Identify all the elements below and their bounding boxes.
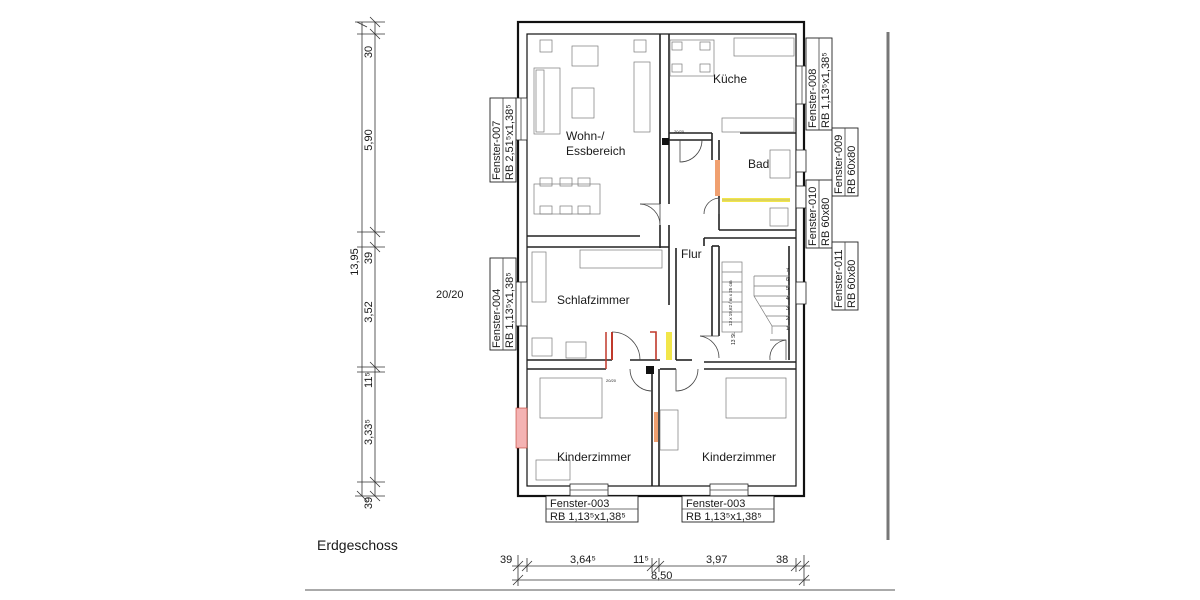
vertical-dimension-chain: 30 5,90 39 3,52 11⁵ 3,33⁵ 39 13,95 bbox=[349, 16, 385, 509]
svg-text:Fenster-010: Fenster-010 bbox=[807, 187, 819, 246]
room-kinder-left: Kinderzimmer bbox=[557, 450, 631, 464]
svg-text:RB 60x80: RB 60x80 bbox=[846, 260, 858, 308]
floor-title: Erdgeschoss bbox=[317, 537, 398, 553]
shaft-corridor bbox=[646, 366, 654, 374]
svg-text:1: 1 bbox=[786, 326, 789, 332]
svg-text:Fenster-004: Fenster-004 bbox=[491, 289, 503, 348]
window-label-004: Fenster-004 RB 1,13⁵x1,38⁵ bbox=[489, 257, 517, 351]
room-wohn-line2: Essbereich bbox=[566, 144, 625, 158]
window-label-011: Fenster-011 RB 60x80 bbox=[831, 241, 859, 311]
stair-formula: 13 x 19,62 / m x 25 cm bbox=[728, 280, 733, 326]
window-label-003-right: Fenster-003 RB 1,13⁵x1,38⁵ bbox=[681, 495, 775, 523]
vertical-ticks bbox=[355, 16, 385, 502]
svg-text:RB 2,51⁵x1,38⁵: RB 2,51⁵x1,38⁵ bbox=[504, 104, 516, 180]
svg-text:Fenster-009: Fenster-009 bbox=[833, 135, 845, 194]
svg-text:RB 60x80: RB 60x80 bbox=[820, 198, 832, 246]
doors bbox=[605, 139, 787, 392]
svg-text:7: 7 bbox=[786, 268, 789, 274]
window-label-003-left: Fenster-003 RB 1,13⁵x1,38⁵ bbox=[545, 495, 639, 523]
building-outline bbox=[516, 20, 806, 498]
window-label-009: Fenster-009 RB 60x80 bbox=[831, 127, 859, 197]
svg-text:RB 1,13⁵x1,38⁵: RB 1,13⁵x1,38⁵ bbox=[550, 511, 626, 523]
svg-text:RB 1,13⁵x1,38⁵: RB 1,13⁵x1,38⁵ bbox=[686, 511, 762, 523]
room-wohn-line1: Wohn-/ bbox=[566, 129, 605, 143]
shaft-tag-top: 20/20 bbox=[674, 129, 685, 134]
window-openings bbox=[514, 65, 809, 497]
svg-text:2: 2 bbox=[786, 316, 789, 322]
hdim-397: 3,97 bbox=[706, 554, 727, 566]
room-bad: Bad bbox=[748, 157, 769, 171]
svg-text:Fenster-003: Fenster-003 bbox=[550, 498, 609, 510]
wall-thickness-label: 20/20 bbox=[436, 289, 464, 301]
stair-count: 13 St. bbox=[731, 332, 737, 345]
svg-text:5: 5 bbox=[786, 286, 789, 292]
vdim-39-top: 39 bbox=[363, 252, 375, 264]
vdim-30: 30 bbox=[363, 46, 375, 58]
svg-text:Fenster-003: Fenster-003 bbox=[686, 498, 745, 510]
vdim-352: 3,52 bbox=[363, 301, 375, 322]
svg-text:Fenster-011: Fenster-011 bbox=[833, 250, 845, 309]
svg-text:4: 4 bbox=[786, 296, 789, 302]
shaft-tag-bottom: 20/20 bbox=[606, 378, 617, 383]
window-label-010: Fenster-010 RB 60x80 bbox=[805, 179, 833, 249]
room-kueche: Küche bbox=[713, 72, 747, 86]
hdim-total: 8,50 bbox=[651, 570, 672, 582]
room-labels: Wohn-/ Essbereich Küche Bad Flur Schlafz… bbox=[557, 72, 776, 464]
svg-text:6: 6 bbox=[786, 277, 789, 283]
svg-text:Fenster-007: Fenster-007 bbox=[491, 121, 503, 180]
window-label-008: Fenster-008 RB 1,13⁵x1,38⁵ bbox=[805, 37, 833, 131]
hdim-39: 39 bbox=[500, 554, 512, 566]
vdim-115: 11⁵ bbox=[363, 372, 375, 388]
vdim-39-bottom: 39 bbox=[363, 497, 375, 509]
horizontal-dimension-chain: 39 3,64⁵ 11⁵ 3,97 38 8,50 bbox=[500, 554, 810, 586]
hdim-115: 11⁵ bbox=[633, 554, 649, 566]
furniture bbox=[531, 37, 795, 481]
interior-walls bbox=[527, 34, 796, 486]
vdim-590: 5,90 bbox=[363, 129, 375, 150]
window-label-007: Fenster-007 RB 2,51⁵x1,38⁵ bbox=[489, 97, 517, 183]
vdim-3335: 3,33⁵ bbox=[363, 419, 375, 445]
svg-text:RB 60x80: RB 60x80 bbox=[846, 146, 858, 194]
colored-accents bbox=[654, 160, 790, 442]
svg-text:3: 3 bbox=[786, 306, 789, 312]
room-kinder-right: Kinderzimmer bbox=[702, 450, 776, 464]
shaft-kitchen bbox=[662, 138, 669, 145]
hdim-38: 38 bbox=[776, 554, 788, 566]
room-schlaf: Schlafzimmer bbox=[557, 293, 630, 307]
svg-text:RB 1,13⁵x1,38⁵: RB 1,13⁵x1,38⁵ bbox=[504, 272, 516, 348]
vdim-total: 13,95 bbox=[349, 248, 361, 276]
svg-text:Fenster-008: Fenster-008 bbox=[807, 69, 819, 128]
svg-text:RB 1,13⁵x1,38⁵: RB 1,13⁵x1,38⁵ bbox=[820, 52, 832, 128]
hdim-3645: 3,64⁵ bbox=[570, 554, 596, 566]
room-flur: Flur bbox=[681, 247, 702, 261]
stair-step-numbers: 1 2 3 4 5 6 7 bbox=[786, 268, 789, 332]
